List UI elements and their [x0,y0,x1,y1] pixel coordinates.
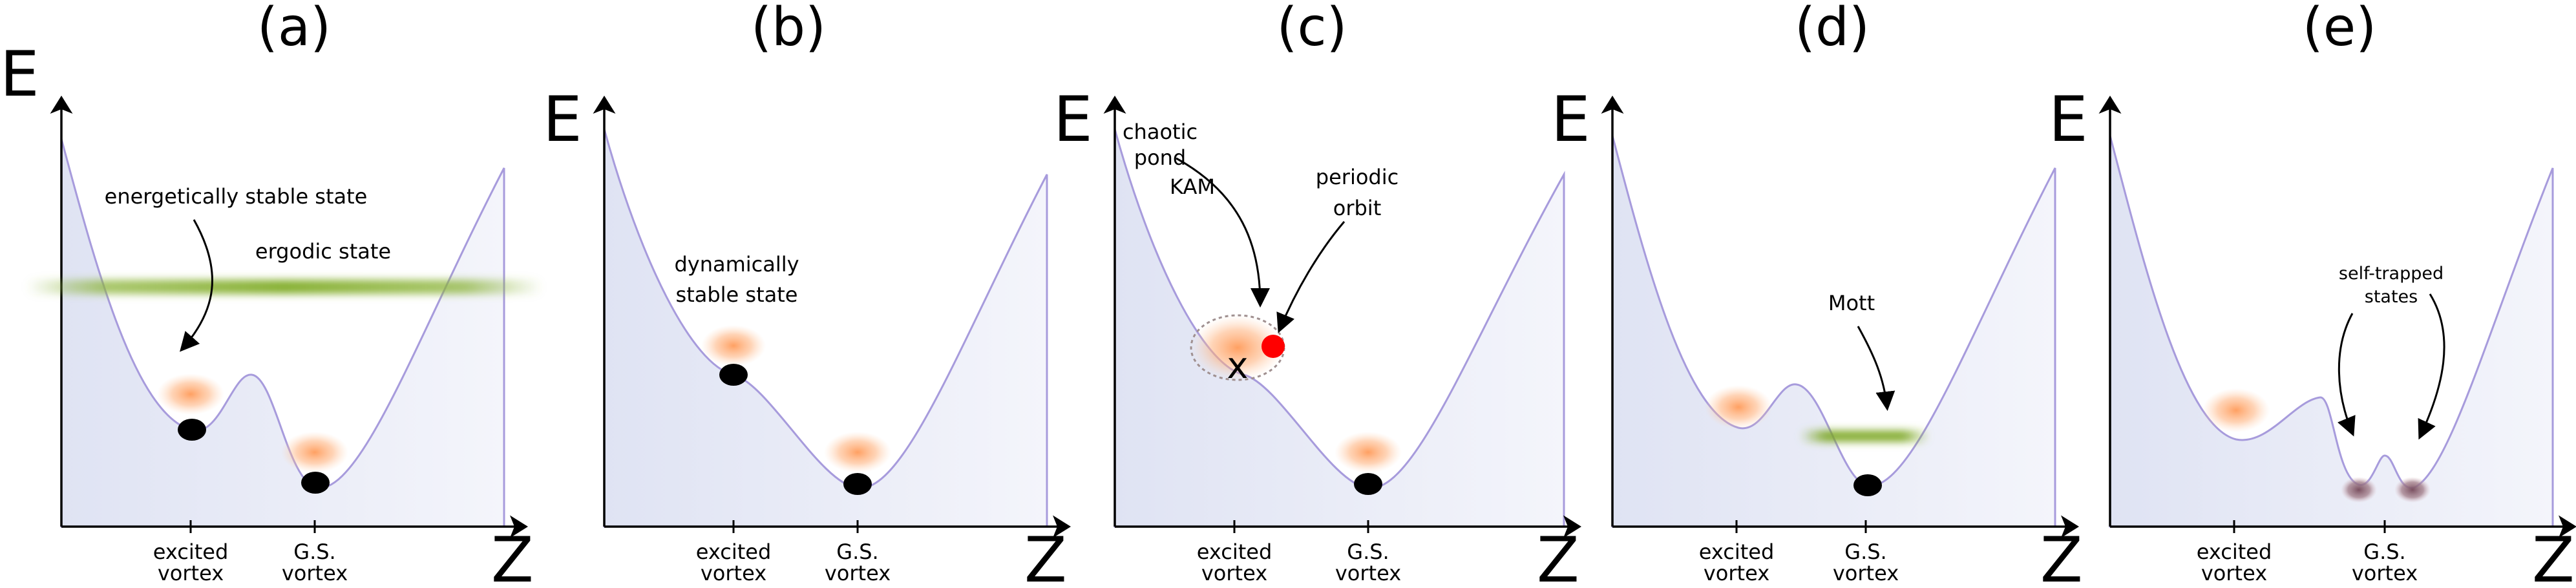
gs-vortex-label: G.S. [293,540,335,564]
stable-state-arrow [180,219,213,352]
periodic-orbit-arrow [1276,221,1346,333]
energy-axis-label: E [2049,83,2088,156]
excited-vortex-label: excited [1197,540,1272,564]
ball-gs [1354,473,1382,495]
panel-c: (c) E Z excited vortex G.S. vortex x cha… [1053,0,1581,588]
z-axis-label: Z [2040,524,2083,588]
excited-vortex-label-2: vortex [701,561,766,585]
gs-vortex-label-2: vortex [1833,561,1899,585]
excited-vortex-label: excited [696,540,772,564]
chaotic-pond-label-2: pond [1134,145,1186,170]
glow-gs [281,432,348,473]
glow-excited [701,325,766,366]
chaotic-pond-label: chaotic [1123,120,1198,144]
mott-state-band [1800,430,1929,442]
glow-excited [157,373,224,415]
energy-axis-label: E [1053,83,1093,156]
panel-b-label: (b) [751,0,826,58]
excited-vortex-label: excited [1699,540,1775,564]
ergodic-state-label: ergodic state [255,239,391,264]
energetically-stable-label: energetically stable state [105,184,368,209]
panel-e-label: (e) [2303,0,2376,58]
excited-vortex-label: excited [2197,540,2272,564]
periodic-orbit-label: periodic [1316,165,1399,189]
ball-dynamically-stable [719,364,748,386]
excited-vortex-label-2: vortex [1704,561,1769,585]
self-trapped-arrow-right [2418,293,2445,440]
gs-vortex-label: G.S. [2363,540,2405,564]
z-axis-label: Z [491,524,534,588]
panel-d: (d) E Z excited vortex G.S. vortex Mott [1551,0,2083,588]
excited-vortex-label-2: vortex [158,561,224,585]
energy-axis-label: E [1551,83,1590,156]
glow-excited [2202,388,2270,432]
gs-vortex-label-2: vortex [282,561,348,585]
panel-a: (a) E Z excited vortex G.S. vortex energ… [0,0,543,588]
chaotic-pond-arrow [1176,157,1270,308]
energy-axis-label: E [0,38,39,110]
dynamically-stable-label-2: stable state [676,282,798,307]
gs-vortex-label-2: vortex [825,561,891,585]
mott-label: Mott [1828,291,1875,315]
ball-gs [843,473,872,495]
z-axis-label: Z [2532,524,2575,588]
panel-a-label: (a) [257,0,331,58]
potential-curve [60,138,505,528]
potential-curve [1114,129,1565,528]
self-trapped-label-2: states [2365,287,2418,307]
ball-excited [178,419,206,441]
z-axis-label: Z [1024,524,1067,588]
dynamically-stable-label: dynamically [674,252,799,277]
potential-curve [1611,135,2056,528]
energy-axis-label: E [543,83,582,156]
saddle-cross-label: x [1227,345,1248,387]
potential-curve [2109,135,2554,528]
periodic-orbit-point [1262,335,1285,358]
ball-gs [1853,474,1882,496]
excited-vortex-label-2: vortex [2201,561,2267,585]
excited-vortex-label-2: vortex [1201,561,1267,585]
z-axis-label: Z [1537,524,1579,588]
gs-vortex-label: G.S. [1844,540,1886,564]
panel-e: (e) E Z excited vortex G.S. vortex self-… [2049,0,2576,588]
ball-gs [301,472,330,494]
gs-vortex-label: G.S. [836,540,878,564]
periodic-orbit-label-2: orbit [1333,196,1381,220]
gs-vortex-label: G.S. [1347,540,1389,564]
potential-curve [603,129,1048,528]
glow-excited [1705,385,1772,429]
self-trapped-label: self-trapped [2339,264,2444,284]
gs-vortex-label-2: vortex [2352,561,2418,585]
glow-gs [824,432,891,473]
ergodic-state-band [26,280,543,294]
mott-arrow [1857,326,1895,411]
gs-vortex-label-2: vortex [1335,561,1401,585]
self-trapped-state-left [2341,477,2377,503]
panel-b: (b) E Z excited vortex G.S. vortex dynam… [543,0,1071,588]
kam-label: KAM [1170,174,1215,199]
self-trapped-state-right [2394,477,2431,503]
excited-vortex-label: excited [153,540,229,564]
self-trapped-arrow-left [2337,313,2356,437]
glow-gs [1335,432,1402,473]
panel-c-label: (c) [1276,0,1347,58]
panel-d-label: (d) [1795,0,1870,58]
